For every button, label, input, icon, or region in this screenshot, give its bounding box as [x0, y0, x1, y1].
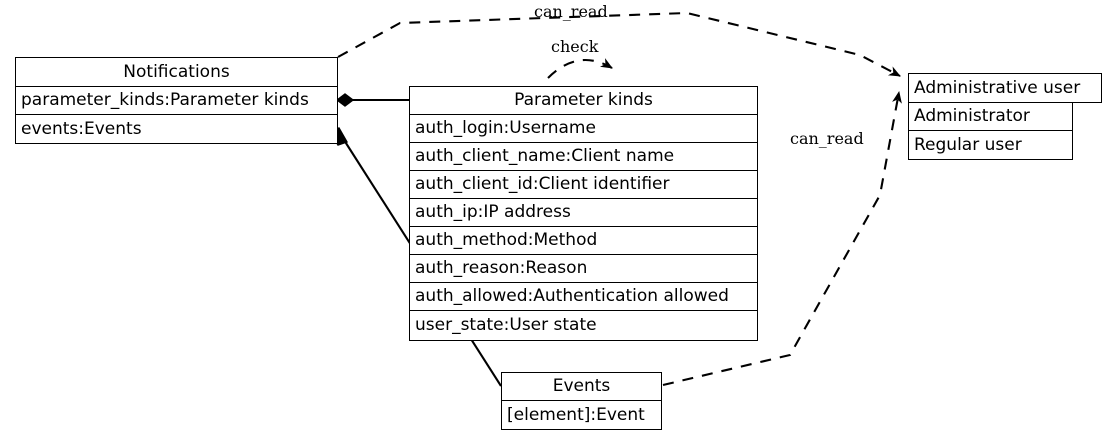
edge-composition-parameter-kinds: [335, 93, 409, 107]
class-parameter-kinds-attribute-1[interactable]: auth_client_name:Client name: [409, 142, 758, 171]
class-parameter-kinds-attribute-7[interactable]: user_state:User state: [409, 310, 758, 341]
class-notifications-attribute-0[interactable]: parameter_kinds:Parameter kinds: [15, 86, 338, 115]
class-events-attribute-0[interactable]: [element]:Event: [501, 400, 662, 430]
class-administrative-user-attribute-1[interactable]: Regular user: [908, 130, 1073, 160]
class-parameter-kinds-attribute-0[interactable]: auth_login:Username: [409, 114, 758, 143]
class-administrative-user-header[interactable]: Administrative user: [908, 73, 1102, 103]
class-administrative-user-attribute-0[interactable]: Administrator: [908, 102, 1073, 131]
class-parameter-kinds-header[interactable]: Parameter kinds: [409, 86, 758, 115]
edge-label-check: check: [551, 37, 599, 56]
edge-check: [547, 58, 613, 79]
edge-can-read-top: [337, 11, 901, 77]
class-parameter-kinds-attribute-3[interactable]: auth_ip:IP address: [409, 198, 758, 227]
class-notifications-header[interactable]: Notifications: [15, 57, 338, 87]
class-events-header[interactable]: Events: [501, 372, 662, 401]
class-parameter-kinds-attribute-2[interactable]: auth_client_id:Client identifier: [409, 170, 758, 199]
class-notifications-attribute-1[interactable]: events:Events: [15, 114, 338, 144]
class-parameter-kinds-attribute-4[interactable]: auth_method:Method: [409, 226, 758, 255]
edge-label-can-read-right: can_read: [790, 129, 864, 148]
class-parameter-kinds-attribute-6[interactable]: auth_allowed:Authentication allowed: [409, 282, 758, 311]
class-parameter-kinds-attribute-5[interactable]: auth_reason:Reason: [409, 254, 758, 283]
edge-label-can-read-top: can_read: [534, 2, 608, 21]
